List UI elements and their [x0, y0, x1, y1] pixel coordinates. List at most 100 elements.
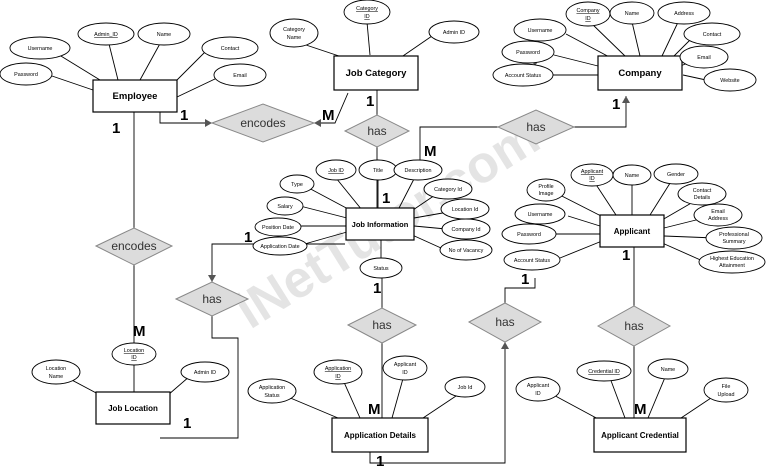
- svg-text:Application Date: Application Date: [260, 244, 299, 250]
- attribute-applicant-id: Applicant ID: [570, 163, 614, 187]
- cardinality-label: 1: [612, 96, 620, 113]
- cardinality-label: 1: [244, 229, 252, 246]
- entity-label: Job Category: [346, 68, 407, 79]
- attribute-job-description: Description: [393, 159, 443, 181]
- entity-label: Applicant: [614, 227, 651, 236]
- svg-text:Contact: Contact: [703, 32, 722, 38]
- cardinality-label: 1: [521, 271, 529, 288]
- entity-applicant-credential: Applicant Credential: [593, 417, 687, 453]
- svg-text:ID: ID: [402, 370, 407, 376]
- attribute-job-position-date: Position Date: [254, 217, 302, 237]
- svg-text:Password: Password: [517, 232, 541, 238]
- relationship-label: has: [372, 318, 391, 332]
- svg-text:Address: Address: [674, 11, 694, 17]
- svg-text:Status: Status: [264, 393, 280, 399]
- attribute-credential-file-upload: File Upload: [703, 377, 749, 403]
- attribute-employee-username: Username: [9, 36, 71, 60]
- svg-text:Location Id: Location Id: [452, 207, 478, 213]
- cardinality-label: 1: [112, 120, 120, 137]
- svg-text:Summary: Summary: [722, 239, 745, 245]
- svg-text:ID: ID: [585, 16, 590, 22]
- svg-text:Position Date: Position Date: [262, 225, 294, 231]
- svg-text:Admin ID: Admin ID: [443, 30, 465, 36]
- cardinality-label: 1: [622, 247, 630, 264]
- attribute-applicant-education: Highest Education Attainment: [698, 250, 766, 274]
- svg-text:Application: Application: [325, 366, 351, 372]
- svg-text:ID: ID: [364, 14, 369, 20]
- svg-text:Company: Company: [576, 8, 599, 14]
- attribute-location-admin-id: Admin ID: [180, 361, 230, 383]
- cardinality-label: M: [133, 323, 146, 340]
- attribute-job-status: Status: [359, 257, 403, 279]
- svg-text:Admin ID: Admin ID: [194, 370, 216, 376]
- attribute-application-applicant-id: Applicant ID: [382, 355, 428, 381]
- svg-text:Name: Name: [49, 374, 63, 380]
- cardinality-label: M: [368, 401, 381, 418]
- attribute-job-no-of-vacancy: No of Vacancy: [439, 239, 493, 261]
- svg-text:Name: Name: [661, 367, 675, 373]
- entity-job-information: Job Information: [345, 207, 415, 241]
- attribute-company-contact: Contact: [683, 22, 741, 46]
- attribute-credential-name: Name: [647, 358, 689, 380]
- relationship-label: has: [624, 319, 643, 333]
- svg-text:Email: Email: [711, 209, 724, 215]
- svg-text:Contact: Contact: [221, 46, 240, 52]
- svg-text:Applicant: Applicant: [394, 362, 417, 368]
- attribute-category-id: Category ID: [343, 0, 391, 25]
- svg-text:Username: Username: [28, 46, 53, 52]
- svg-text:Username: Username: [528, 28, 553, 34]
- attribute-application-status: Application Status: [247, 378, 297, 404]
- attribute-job-company-id: Company Id: [441, 218, 491, 240]
- attribute-applicant-password: Password: [501, 223, 557, 245]
- cardinality-labels: 1 M 1 1 1 M 1 M 1 1 1 M 1 1 1 M: [112, 93, 647, 470]
- svg-text:Admin_ID: Admin_ID: [94, 32, 118, 38]
- attribute-job-title: Title: [358, 159, 398, 181]
- relationship-has-category-job: has: [343, 114, 411, 148]
- entity-applicant: Applicant: [599, 214, 665, 248]
- svg-text:Applicant: Applicant: [581, 169, 604, 175]
- attribute-employee-contact: Contact: [201, 36, 259, 60]
- relationship-label: has: [495, 315, 514, 329]
- svg-text:Location: Location: [46, 366, 66, 372]
- attribute-credential-applicant-id: Applicant ID: [515, 376, 561, 402]
- entity-job-category: Job Category: [333, 55, 419, 91]
- svg-text:Website: Website: [720, 78, 739, 84]
- svg-text:Upload: Upload: [717, 392, 734, 398]
- svg-text:Category: Category: [283, 27, 305, 33]
- svg-text:Company Id: Company Id: [451, 227, 480, 233]
- attribute-credential-id: Credential ID: [576, 360, 632, 382]
- svg-text:Password: Password: [14, 72, 38, 78]
- svg-text:Contact: Contact: [693, 188, 712, 194]
- svg-text:Password: Password: [516, 50, 540, 56]
- attribute-company-email: Email: [679, 45, 729, 69]
- attribute-application-job-id: Job Id: [444, 376, 486, 398]
- attribute-location-id: Location ID: [111, 342, 157, 366]
- svg-text:File: File: [722, 384, 731, 390]
- relationship-label: has: [367, 124, 386, 138]
- svg-text:Credential ID: Credential ID: [588, 369, 620, 375]
- entity-label: Application Details: [344, 431, 417, 440]
- svg-text:Highest Education: Highest Education: [710, 256, 754, 262]
- svg-text:Email: Email: [697, 55, 710, 61]
- svg-text:Category: Category: [356, 6, 378, 12]
- attribute-job-id: Job ID: [315, 159, 357, 181]
- attribute-job-salary: Salary: [266, 196, 304, 216]
- relationship-label: encodes: [111, 239, 156, 253]
- attribute-job-location-id: Location Id: [440, 198, 490, 220]
- svg-text:ID: ID: [131, 355, 136, 361]
- relationship-has-company-job: has: [496, 109, 576, 145]
- relationship-has-applicant-application: has: [467, 302, 543, 343]
- attribute-company-username: Username: [513, 18, 567, 42]
- svg-text:Image: Image: [539, 191, 554, 197]
- attribute-employee-password: Password: [0, 62, 53, 86]
- svg-text:No of Vacancy: No of Vacancy: [449, 248, 484, 254]
- attribute-company-address: Address: [657, 1, 711, 25]
- attribute-applicant-name: Name: [612, 164, 652, 186]
- svg-text:ID: ID: [335, 374, 340, 380]
- relationship-label: has: [526, 120, 545, 134]
- svg-text:Account Status: Account Status: [514, 258, 551, 264]
- attribute-application-id: Application ID: [313, 359, 363, 385]
- svg-text:Location: Location: [124, 348, 144, 354]
- attribute-applicant-email-address: Email Address: [693, 203, 743, 227]
